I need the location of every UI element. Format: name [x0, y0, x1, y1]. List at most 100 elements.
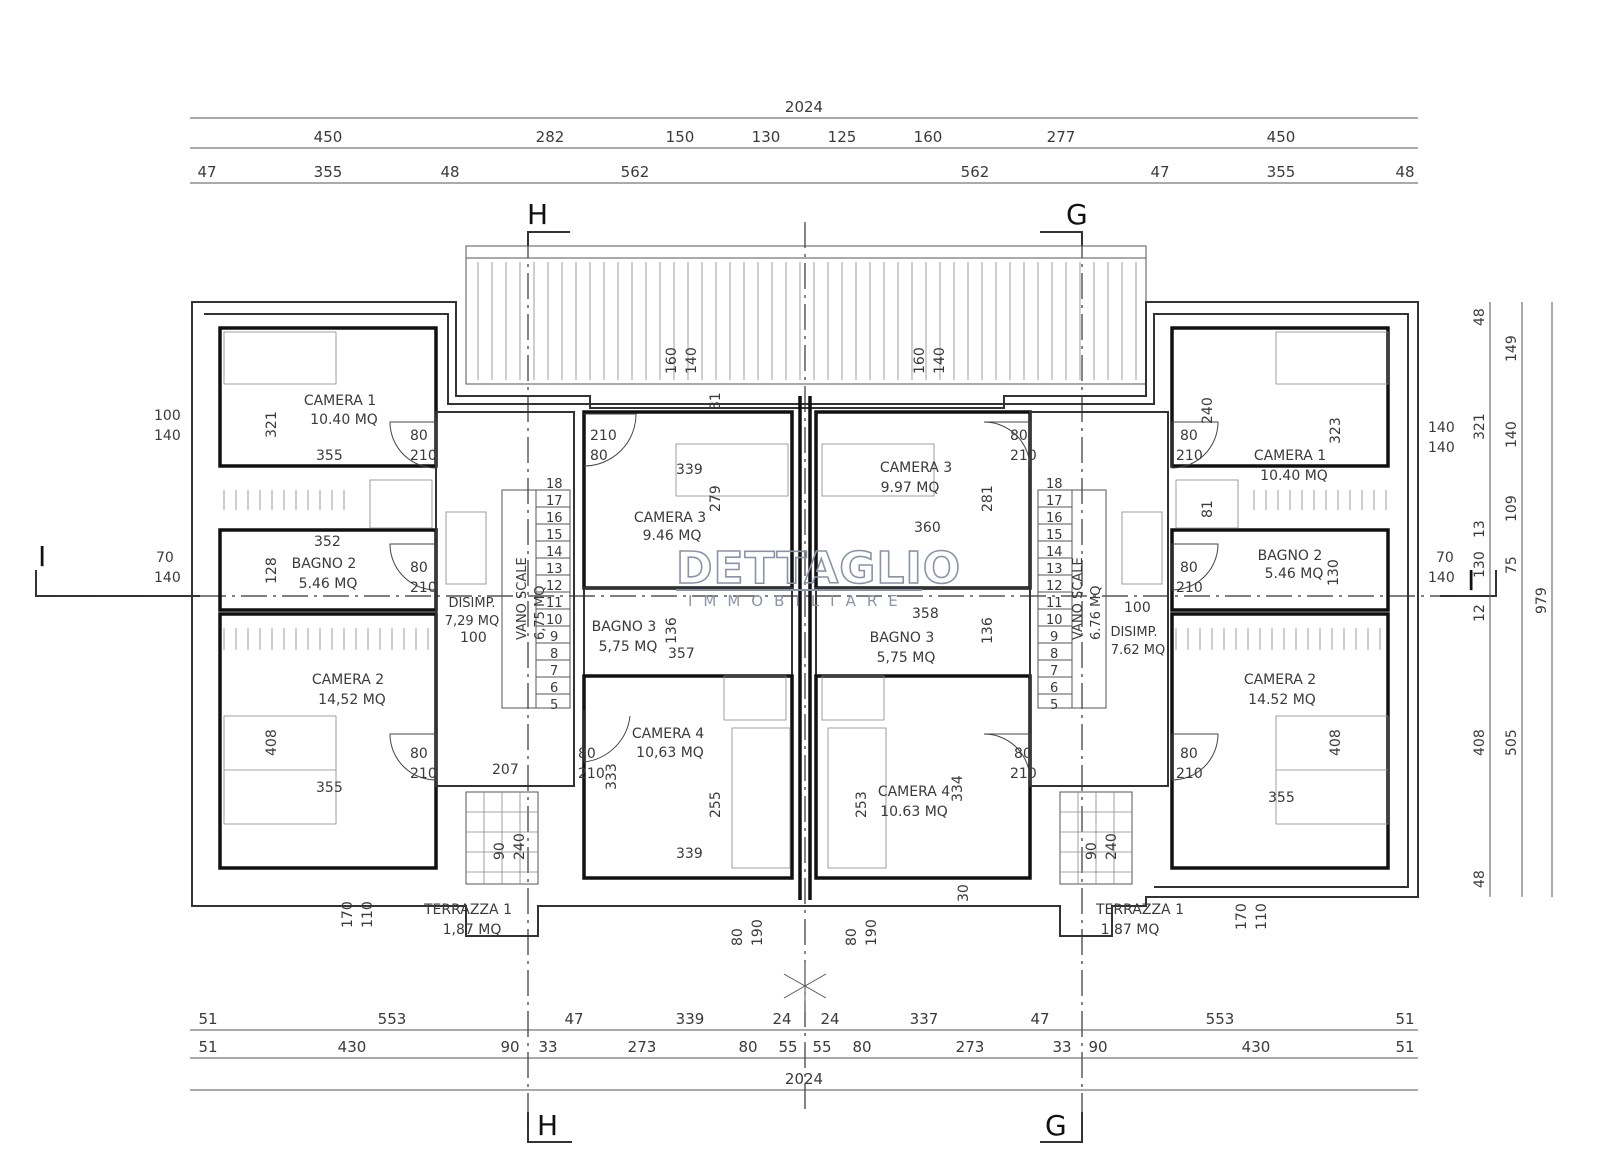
stairs-left [501, 489, 571, 709]
dim-top-r2-3: 562 [621, 163, 650, 181]
room-right-disimp-name: DISIMP. [1110, 625, 1157, 640]
dim-bot-r2-8: 80 [852, 1038, 871, 1056]
interior-dimensions: 321 355 352 128 408 355 100 207 339 279 … [154, 347, 1455, 946]
door-r4-h: 210 [1176, 580, 1203, 596]
door-arcs [389, 413, 1219, 781]
room-left-camera3-name: CAMERA 3 [634, 510, 706, 526]
win-bc1-190: 190 [750, 919, 766, 946]
dim-l-c3-w: 339 [676, 462, 703, 478]
door-r2-w: 80 [1014, 746, 1032, 762]
win-bl-110: 110 [360, 901, 376, 928]
stair-r-9: 9 [1050, 630, 1058, 645]
dim-r-c3-h: 281 [980, 485, 996, 512]
stair-r-13: 5 [1050, 698, 1058, 713]
dim-r-c1-0: 48 [1472, 308, 1488, 326]
door-l2-w: 80 [410, 560, 428, 576]
dim-bot-r2-1: 430 [338, 1038, 367, 1056]
dim-bot-r2-12: 430 [1242, 1038, 1271, 1056]
section-h-top: H [527, 198, 548, 231]
balcony-hatch [477, 262, 1137, 380]
stair-r-12: 6 [1050, 681, 1058, 696]
dim-r-c2-1: 140 [1504, 421, 1520, 448]
dim-top-r1-2: 150 [666, 128, 695, 146]
dim-balc-31: 31 [708, 392, 724, 410]
watermark-brand: DETTAGLIO [676, 543, 961, 594]
north-arrow-icon [783, 962, 827, 1012]
dim-bot-r2-0: 51 [198, 1038, 217, 1056]
room-left-camera3-area: 9.46 MQ [643, 528, 702, 544]
door-l4-h: 210 [590, 428, 617, 444]
stair-r-3: 15 [1046, 528, 1063, 543]
stair-l-9: 9 [550, 630, 558, 645]
room-right-terrazza-name: TERRAZZA 1 [1095, 902, 1184, 918]
dim-r-c1-3: 130 [1472, 551, 1488, 578]
room-left-camera4-area: 10,63 MQ [636, 745, 704, 761]
dim-top-r2-1: 355 [314, 163, 343, 181]
dim-bot-r2-7: 55 [812, 1038, 831, 1056]
dim-l-c1-w: 355 [316, 448, 343, 464]
dim-r-c1-6: 48 [1472, 870, 1488, 888]
stair-r-10: 8 [1050, 647, 1058, 662]
dim-bot-r2-5: 80 [738, 1038, 757, 1056]
dim-bot-r2-2: 90 [500, 1038, 519, 1056]
stair-l-13: 5 [550, 698, 558, 713]
watermark-sub: IMMOBILIARE [688, 592, 909, 610]
win-tr-240: 240 [1104, 833, 1120, 860]
dim-r-c3-w: 360 [914, 520, 941, 536]
dim-top-r2-0: 47 [197, 163, 216, 181]
stair-r-4: 14 [1046, 545, 1063, 560]
stair-r-5: 13 [1046, 562, 1063, 577]
dim-l-c4-h: 255 [708, 791, 724, 818]
dim-bot-r1-8: 553 [1206, 1010, 1235, 1028]
dim-bot-r2-9: 273 [956, 1038, 985, 1056]
win-br-110: 110 [1254, 903, 1270, 930]
stair-l-10: 8 [550, 647, 558, 662]
dim-r-c2-w: 355 [1268, 790, 1295, 806]
stair-l-11: 7 [550, 664, 558, 679]
dim-bot-r2-13: 51 [1395, 1038, 1414, 1056]
dim-bot-r1-9: 51 [1395, 1010, 1414, 1028]
dim-r-b3-h: 136 [980, 617, 996, 644]
room-right-vano-name: VANO SCALE [1071, 557, 1086, 640]
dim-bot-r2-4: 273 [628, 1038, 657, 1056]
dim-top-r2-2: 48 [440, 163, 459, 181]
room-right-vano-area: 6.76 MQ [1089, 585, 1104, 640]
door-r1-w: 80 [1010, 428, 1028, 444]
stair-l-12: 6 [550, 681, 558, 696]
terrace-tiles-left [466, 792, 538, 884]
room-left-camera2-name: CAMERA 2 [312, 672, 384, 688]
stair-l-0: 18 [546, 477, 563, 492]
dim-bot-total: 2024 [785, 1070, 823, 1088]
dim-r-c1-h: 323 [1328, 417, 1344, 444]
win-right2-a: 70 [1436, 550, 1454, 566]
dim-r-total: 979 [1534, 587, 1550, 614]
stair-l-3: 15 [546, 528, 563, 543]
stair-r-6: 12 [1046, 579, 1063, 594]
dim-top-total: 2024 [785, 98, 823, 116]
win-bl-170: 170 [340, 901, 356, 928]
dim-bot-r2-3: 33 [538, 1038, 557, 1056]
dim-top-r2-7: 48 [1395, 163, 1414, 181]
dim-l-dis-w: 207 [492, 762, 519, 778]
win-bc1-80: 80 [730, 928, 746, 946]
dim-bot-r2-11: 90 [1088, 1038, 1107, 1056]
room-left-camera1-area: 10.40 MQ [310, 412, 378, 428]
dim-top-r1-0: 450 [314, 128, 343, 146]
dim-bot-r2-6: 55 [778, 1038, 797, 1056]
stair-r-8: 10 [1046, 613, 1063, 628]
dim-r-c1-2: 13 [1472, 520, 1488, 538]
room-right-bagno2-name: BAGNO 2 [1258, 548, 1323, 564]
stair-l-5: 13 [546, 562, 563, 577]
stair-r-1: 17 [1046, 494, 1063, 509]
dim-l-b3-w: 357 [668, 646, 695, 662]
door-l3-w: 80 [410, 746, 428, 762]
door-l1-w: 80 [410, 428, 428, 444]
dim-bot-r1-4: 24 [772, 1010, 791, 1028]
dim-l-c4-w: 339 [676, 846, 703, 862]
dim-bot-r1-6: 337 [910, 1010, 939, 1028]
dim-bot-r2-10: 33 [1052, 1038, 1071, 1056]
dim-r-b2-h: 130 [1326, 559, 1342, 586]
dim-bot-r1-3: 339 [676, 1010, 705, 1028]
room-left-vano-area: 6,75 MQ [533, 585, 548, 640]
dim-r-c2-0: 149 [1504, 335, 1520, 362]
